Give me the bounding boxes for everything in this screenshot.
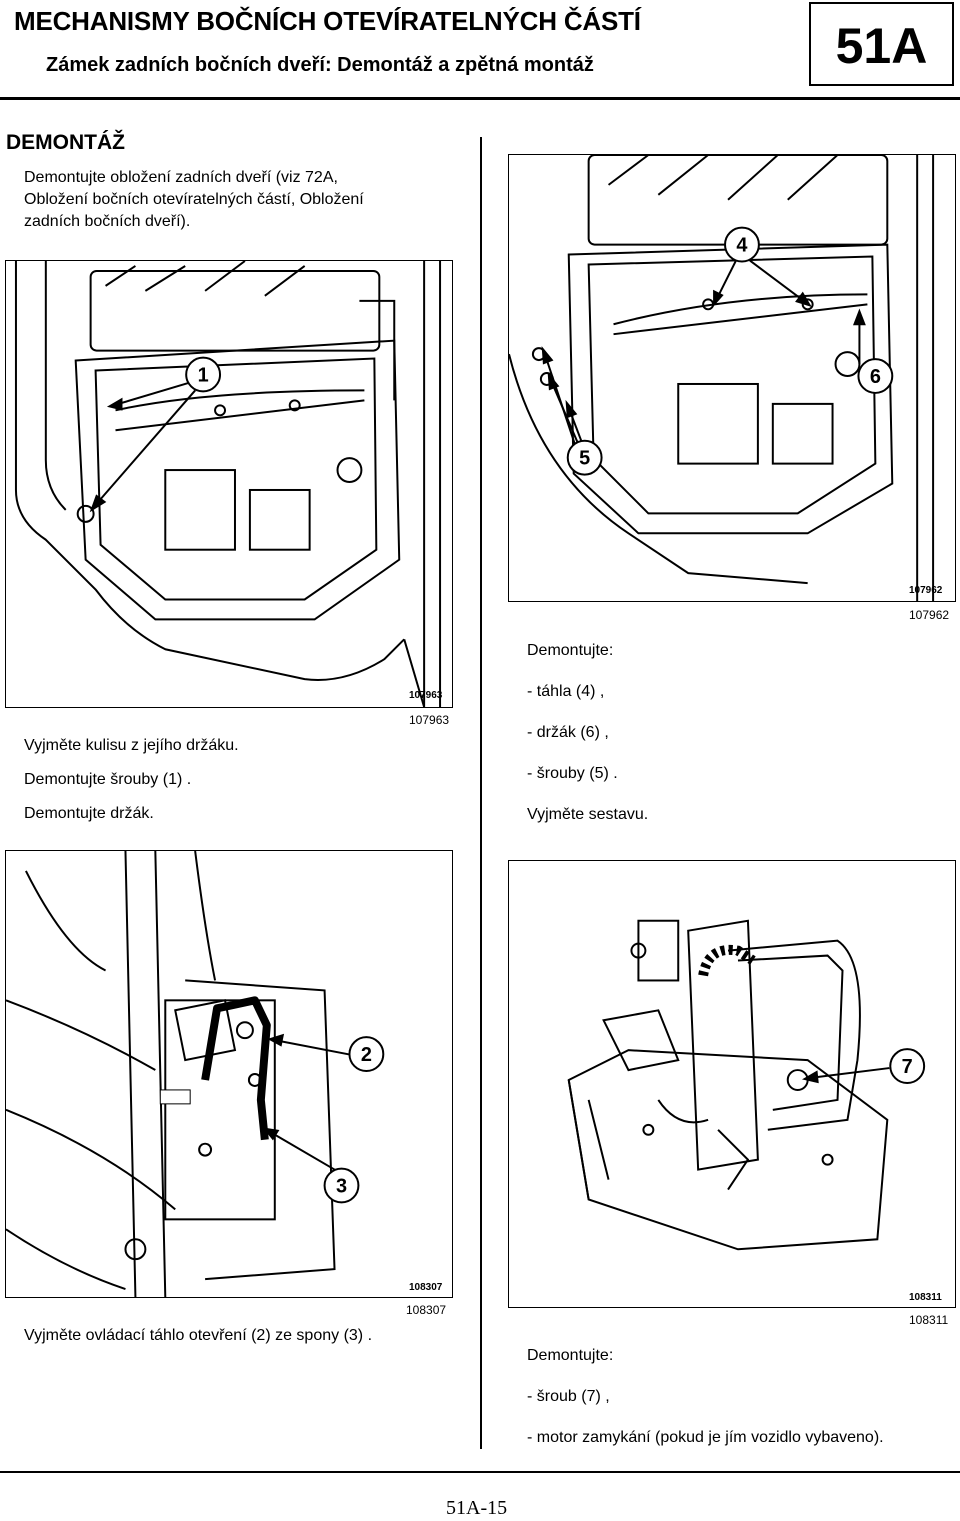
figure-ref: 108311 xyxy=(909,1313,949,1327)
step-text: Demontujte: xyxy=(527,642,614,659)
figure-107962: 4 6 5 xyxy=(508,154,956,602)
door-panel-illustration: 1 xyxy=(14,261,442,707)
intro-line-3: zadních bočních dveří). xyxy=(24,213,191,230)
step-text: Demontujte: xyxy=(527,1347,614,1364)
section-code-box: 51A xyxy=(809,2,954,86)
figure-ref-inner: 107963 xyxy=(409,690,443,701)
intro-line-2: Obložení bočních otevíratelných částí, O… xyxy=(24,191,364,208)
page-number: 51A-15 xyxy=(446,1497,508,1519)
step-text: Vyjměte sestavu. xyxy=(527,806,649,823)
step-text: Demontujte šrouby (1) . xyxy=(24,771,192,788)
step-text: - šrouby (5) . xyxy=(527,765,618,782)
header-rule xyxy=(0,97,960,100)
callout-4-label: 4 xyxy=(736,235,747,257)
step-text: - držák (6) , xyxy=(527,724,609,741)
callout-bubble xyxy=(566,439,603,476)
figure-ref: 107962 xyxy=(909,608,950,622)
step-text: Vyjměte kulisu z jejího držáku. xyxy=(24,737,239,754)
figure-107963: 1 xyxy=(5,260,453,708)
door-panel-illustration: 4 6 5 xyxy=(509,155,935,601)
figure-108311: 7 xyxy=(508,860,956,1308)
callout-2-label: 2 xyxy=(361,1044,372,1066)
footer-rule xyxy=(0,1471,960,1473)
column-divider xyxy=(480,137,482,1449)
figure-108307: 2 3 xyxy=(5,850,453,1298)
callout-bubble xyxy=(889,1048,926,1084)
figure-ref: 108307 xyxy=(406,1303,447,1317)
figure-ref-inner: 108307 xyxy=(409,1282,443,1293)
document-title: MECHANISMY BOČNÍCH OTEVÍRATELNÝCH ČÁSTÍ xyxy=(14,6,641,36)
step-text: Demontujte držák. xyxy=(24,805,154,822)
step-text: - šroub (7) , xyxy=(527,1388,610,1405)
callout-6-label: 6 xyxy=(870,366,881,388)
callout-bubble xyxy=(857,358,894,394)
figure-ref-inner: 107962 xyxy=(909,585,943,596)
callout-5-label: 5 xyxy=(579,448,590,470)
section-title: DEMONTÁŽ xyxy=(6,131,125,154)
callout-bubble xyxy=(724,226,760,263)
figure-ref: 107963 xyxy=(409,713,450,727)
document-subtitle: Zámek zadních bočních dveří: Demontáž a … xyxy=(46,54,594,76)
step-text: Vyjměte ovládací táhlo otevření (2) ze s… xyxy=(24,1327,373,1344)
lock-motor-illustration: 7 xyxy=(567,919,926,1251)
figure-ref-inner: 108311 xyxy=(909,1292,942,1303)
callout-7-label: 7 xyxy=(902,1056,913,1078)
callout-bubble xyxy=(348,1036,385,1073)
callout-bubble xyxy=(323,1167,360,1204)
callout-3-label: 3 xyxy=(336,1175,347,1197)
step-text: - motor zamykání (pokud je jím vozidlo v… xyxy=(527,1429,884,1446)
door-lock-illustration: 2 3 xyxy=(6,851,385,1297)
callout-1-label: 1 xyxy=(198,364,209,386)
callout-bubble xyxy=(185,356,222,393)
intro-line-1: Demontujte obložení zadních dveří (viz 7… xyxy=(24,169,338,186)
step-text: - táhla (4) , xyxy=(527,683,605,700)
